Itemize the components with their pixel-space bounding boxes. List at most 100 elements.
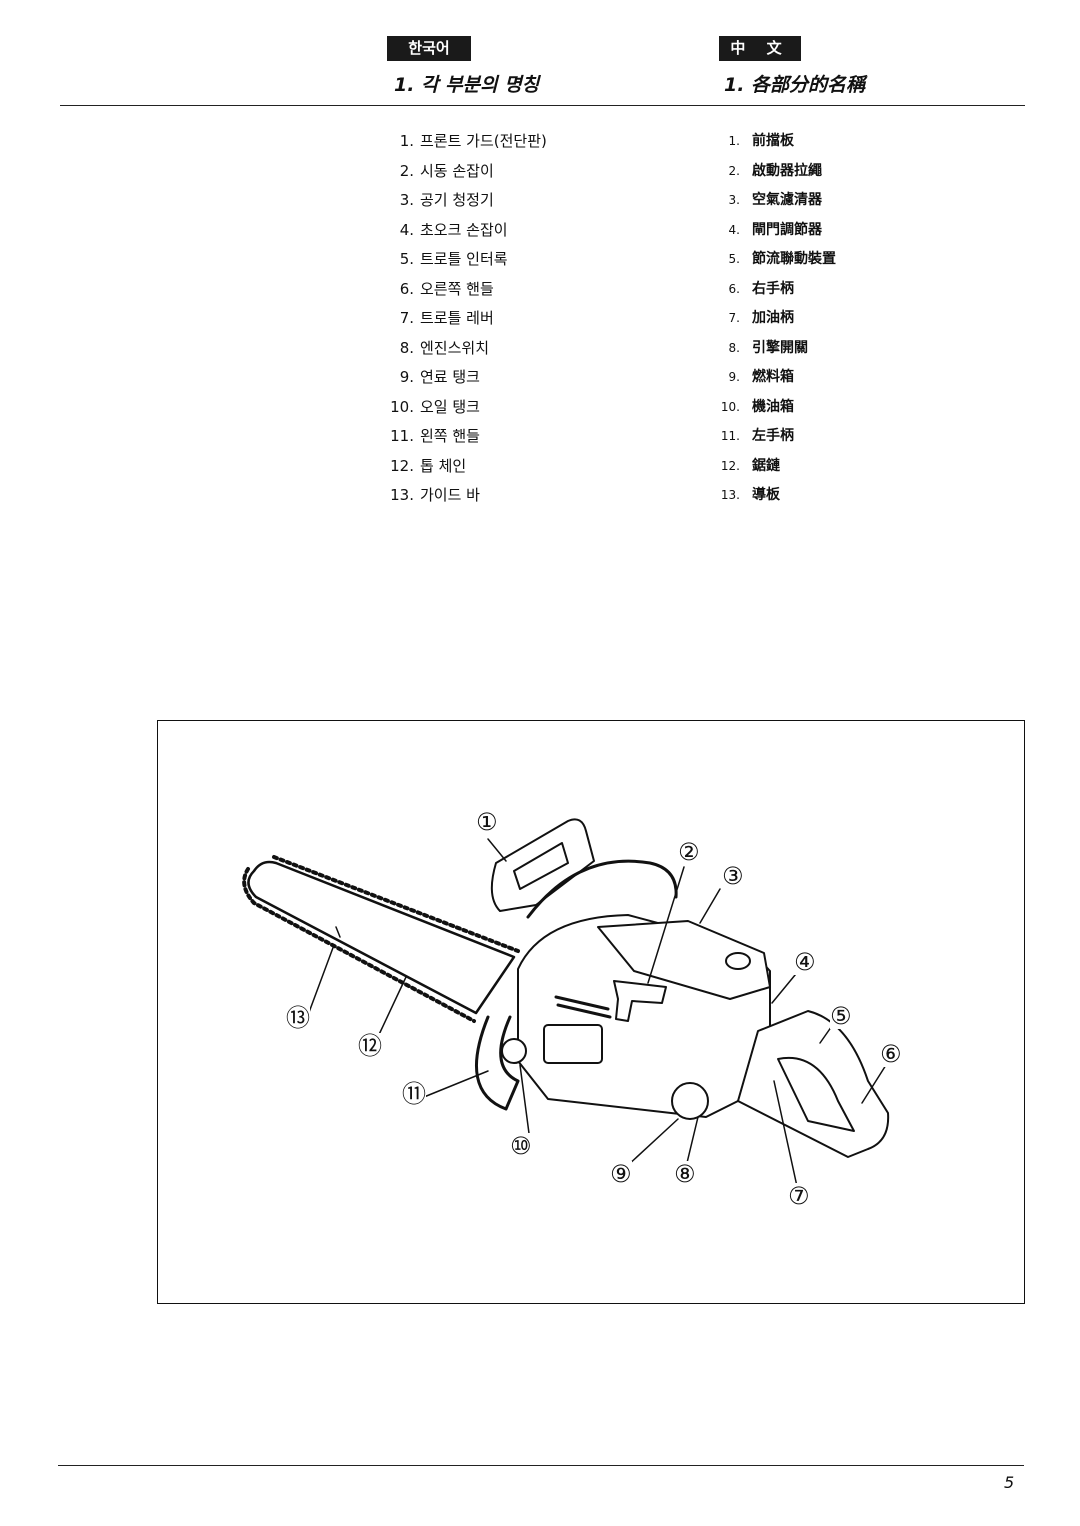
korean-part-item: 7. 트로틀 레버: [370, 304, 660, 334]
part-label: 엔진스위치: [420, 338, 490, 357]
part-label: 啟動器拉繩: [752, 162, 822, 179]
korean-part-item: 12. 톱 체인: [370, 452, 660, 482]
korean-part-item: 6.오른쪽 핸들: [370, 275, 660, 305]
callout-6: ⑥: [880, 1040, 902, 1068]
starter-grip: [613, 980, 667, 1022]
part-number: 12.: [720, 458, 740, 473]
korean-language-tag: 한국어: [387, 36, 471, 61]
part-number: 12.: [390, 456, 414, 475]
guide-bar: [247, 860, 516, 1015]
chinese-part-item: 13.導板: [700, 481, 1000, 511]
chinese-section-title: 1. 各部分的名稱: [724, 74, 866, 96]
chinese-part-item: 6. 右手柄: [700, 275, 1000, 305]
chinese-part-item: 3. 空氣濾清器: [700, 186, 1000, 216]
left-handle: [474, 859, 678, 1111]
chinese-part-item: 12. 鋸鏈: [700, 452, 1000, 482]
part-label: 前擋板: [752, 133, 794, 149]
part-number: 4.: [728, 222, 740, 237]
part-label: 機油箱: [752, 398, 794, 415]
part-number: 11.: [390, 427, 414, 445]
chinese-parts-list: 1. 前擋板 2. 啟動器拉繩 3. 空氣濾清器 4. 閘門調節器 5. 節流聯動裝置 6. 右手柄 7…: [700, 127, 1000, 511]
part-label: 연료 탱크: [420, 368, 480, 386]
part-number: 8.: [399, 338, 414, 357]
part-number: 9.: [399, 368, 414, 386]
chinese-language-tag: 中 文: [719, 36, 801, 61]
part-number: 13.: [720, 488, 740, 502]
oil-cap: [501, 1038, 527, 1064]
korean-part-item: 8. 엔진스위치: [370, 334, 660, 364]
part-number: 7.: [399, 309, 414, 327]
header-divider: [60, 105, 1025, 106]
part-label: 加油柄: [752, 310, 794, 326]
part-number: 10.: [390, 397, 414, 416]
fuel-cap: [671, 1082, 709, 1120]
korean-part-item: 10. 오일 탱크: [370, 393, 660, 423]
chinese-part-item: 1. 前擋板: [700, 127, 1000, 157]
part-number: 3.: [399, 191, 414, 209]
korean-part-item: 4. 초오크 손잡이: [370, 216, 660, 246]
chinese-part-item: 9. 燃料箱: [700, 363, 1000, 393]
part-label: 空氣濾清器: [752, 192, 822, 208]
footer-divider: [58, 1465, 1024, 1466]
part-label: 오일 탱크: [420, 397, 480, 416]
korean-part-item: 13. 가이드 바: [370, 481, 660, 511]
part-number: 8.: [728, 340, 740, 355]
callout-4: ④: [794, 948, 816, 976]
chinese-part-item: 10. 機油箱: [700, 393, 1000, 423]
part-number: 4.: [399, 220, 414, 239]
part-label: 閘門調節器: [752, 221, 822, 238]
part-label: 톱 체인: [420, 456, 467, 475]
callout-1: ①: [476, 808, 498, 836]
guide-bar-groove: [335, 926, 341, 938]
part-number: 13.: [390, 486, 414, 504]
chinese-part-item: 8. 引擎開關: [700, 334, 1000, 364]
part-number: 2.: [399, 161, 414, 180]
part-label: 燃料箱: [752, 369, 794, 385]
part-label: 트로틀 레버: [420, 309, 494, 327]
part-label: 節流聯動裝置: [752, 251, 836, 267]
callout-5: ⑤: [830, 1002, 852, 1030]
part-label: 프론트 가드(전단판): [420, 132, 547, 150]
engine-vent: [543, 1024, 603, 1064]
callout-8: ⑧: [674, 1160, 696, 1188]
part-label: 右手柄: [752, 280, 794, 297]
choke-knob: [725, 952, 751, 970]
part-number: 11.: [720, 429, 740, 443]
callout-2: ②: [678, 838, 700, 866]
part-label: 左手柄: [752, 428, 794, 444]
part-number: 7.: [728, 311, 740, 325]
korean-part-item: 2.시동 손잡이: [370, 157, 660, 187]
part-label: 引擎開關: [752, 339, 808, 356]
chinese-part-item: 11. 左手柄: [700, 422, 1000, 452]
page-number: 5: [1004, 1473, 1015, 1492]
part-label: 가이드 바: [420, 486, 480, 504]
part-number: 6.: [728, 281, 740, 296]
chinese-part-item: 2. 啟動器拉繩: [700, 157, 1000, 187]
chinese-part-item: 4. 閘門調節器: [700, 216, 1000, 246]
callout-7: ⑦: [788, 1182, 810, 1210]
korean-part-item: 9. 연료 탱크: [370, 363, 660, 393]
korean-part-item: 11. 왼쪽 핸들: [370, 422, 660, 452]
part-number: 10.: [720, 399, 740, 414]
callout-12: ⑫: [358, 1032, 382, 1060]
korean-part-item: 1.프론트 가드(전단판): [370, 127, 660, 157]
part-number: 5.: [728, 252, 740, 266]
chinese-part-item: 7. 加油柄: [700, 304, 1000, 334]
part-number: 6.: [399, 279, 414, 298]
part-number: 9.: [728, 370, 740, 384]
callout-3: ③: [722, 862, 744, 890]
callout-13: ⑬: [286, 1004, 310, 1032]
part-label: 鋸鏈: [752, 457, 780, 474]
saw-chain: [242, 855, 520, 1023]
chainsaw-illustration: [242, 818, 890, 1192]
korean-part-item: 3.공기 청정기: [370, 186, 660, 216]
part-label: 왼쪽 핸들: [420, 427, 480, 445]
part-label: 초오크 손잡이: [420, 220, 508, 239]
chinese-part-item: 5. 節流聯動裝置: [700, 245, 1000, 275]
part-label: 트로틀 인터록: [420, 250, 508, 268]
part-number: 1.: [728, 134, 740, 148]
callout-10: ⑩: [510, 1132, 532, 1160]
part-number: 3.: [728, 193, 740, 207]
part-number: 2.: [728, 163, 740, 178]
